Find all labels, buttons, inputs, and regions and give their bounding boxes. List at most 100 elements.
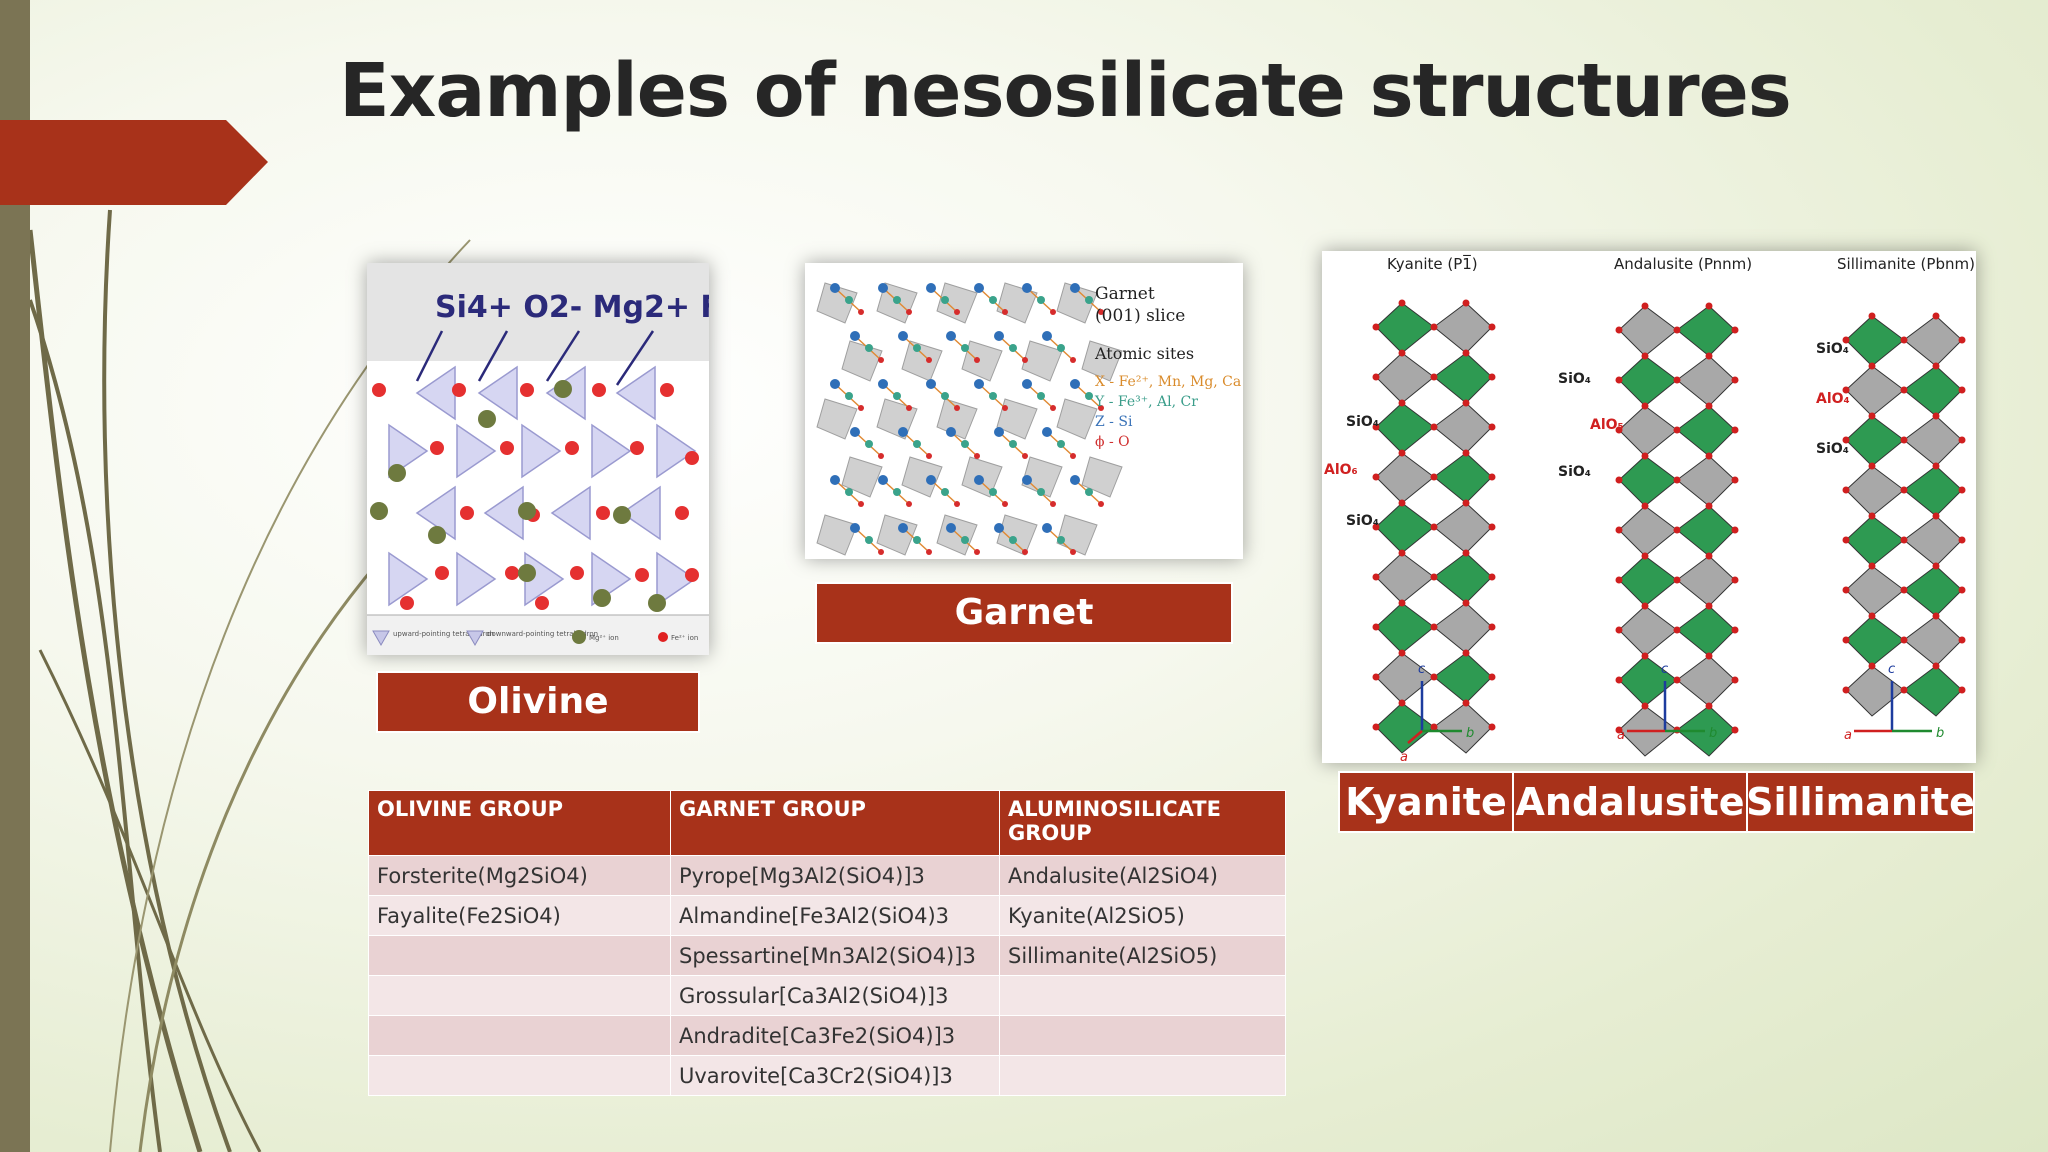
garnet-y-site (893, 392, 901, 400)
chain-polyhedron (1904, 566, 1962, 616)
garnet-si-site (830, 379, 840, 389)
olivine-fe-ion (565, 441, 579, 455)
chain-oxygen (1431, 624, 1438, 631)
chain-oxygen (1489, 524, 1496, 531)
kyanite-label-alo6: AlO₆ (1324, 462, 1358, 478)
garnet-o-site (974, 357, 980, 363)
garnet-o-site (906, 309, 912, 315)
olivine-mg-ion (518, 564, 536, 582)
chain-polyhedron (1619, 306, 1677, 356)
chain-polyhedron (1904, 616, 1962, 666)
chain-oxygen (1642, 453, 1649, 460)
chain-oxygen (1732, 377, 1739, 384)
garnet-si-site (946, 331, 956, 341)
garnet-o-site (954, 405, 960, 411)
chain-oxygen (1706, 453, 1713, 460)
chain-oxygen (1732, 727, 1739, 734)
chain-oxygen (1901, 437, 1908, 444)
chain-oxygen (1706, 303, 1713, 310)
chain-oxygen (1843, 637, 1850, 644)
page-title: Examples of nesosilicate structures (300, 48, 1830, 134)
garnet-si-site (926, 475, 936, 485)
olivine-fe-ion (675, 506, 689, 520)
garnet-si-site (830, 475, 840, 485)
garnet-o-site (1070, 453, 1076, 459)
garnet-polyhedron (1057, 515, 1097, 555)
chain-oxygen (1463, 550, 1470, 557)
garnet-si-site (1042, 331, 1052, 341)
chain-polyhedron (1376, 353, 1434, 403)
olivine-ion-header: Si4+ O2- Mg2+ Fe2+ (435, 290, 709, 325)
garnet-o-site (1002, 405, 1008, 411)
chain-oxygen (1642, 653, 1649, 660)
chain-oxygen (1431, 574, 1438, 581)
garnet-site-z: Z - Si (1095, 414, 1133, 430)
chain-polyhedron (1904, 316, 1962, 366)
garnet-y-site (961, 536, 969, 544)
garnet-y-site (913, 536, 921, 544)
olivine-fe-ion (570, 566, 584, 580)
axis-c-label: c (1661, 662, 1668, 677)
table-cell: Fayalite(Fe2SiO4) (369, 896, 671, 936)
chain-oxygen (1869, 463, 1876, 470)
chain-oxygen (1732, 577, 1739, 584)
table-cell: Kyanite(Al2SiO5) (1000, 896, 1286, 936)
garnet-y-site (961, 344, 969, 352)
olivine-fe-ion (400, 596, 414, 610)
garnet-si-site (1070, 283, 1080, 293)
garnet-site-y: Y - Fe³⁺, Al, Cr (1094, 394, 1198, 410)
garnet-site-x: X - Fe²⁺, Mn, Mg, Ca (1095, 374, 1241, 390)
chain-oxygen (1674, 527, 1681, 534)
garnet-y-site (1009, 344, 1017, 352)
chain-oxygen (1959, 437, 1966, 444)
chain-oxygen (1642, 503, 1649, 510)
garnet-si-site (994, 427, 1004, 437)
chain-oxygen (1373, 624, 1380, 631)
garnet-si-site (926, 283, 936, 293)
chain-oxygen (1489, 574, 1496, 581)
chain-oxygen (1869, 613, 1876, 620)
garnet-y-site (989, 296, 997, 304)
chain-oxygen (1732, 527, 1739, 534)
garnet-y-site (1085, 296, 1093, 304)
garnet-slice-sub: (001) slice (1095, 306, 1185, 326)
chain-oxygen (1489, 424, 1496, 431)
chain-oxygen (1732, 627, 1739, 634)
axis-b-label: b (1466, 726, 1474, 741)
garnet-slice-title: Garnet (1095, 284, 1155, 304)
chain-polyhedron (1904, 416, 1962, 466)
table-row: Andradite[Ca3Fe2(SiO4)]3 (369, 1016, 1286, 1056)
garnet-polyhedron (937, 515, 977, 555)
olivine-mg-ion (370, 502, 388, 520)
garnet-y-site (989, 488, 997, 496)
chain-oxygen (1373, 574, 1380, 581)
chain-polyhedron (1376, 503, 1434, 553)
chain-oxygen (1399, 550, 1406, 557)
garnet-o-site (906, 501, 912, 507)
chain-oxygen (1732, 427, 1739, 434)
garnet-si-site (994, 331, 1004, 341)
olivine-legend-mg: Mg²⁺ ion (589, 634, 619, 642)
table-cell: Sillimanite(Al2SiO5) (1000, 936, 1286, 976)
olivine-tetrahedron (457, 553, 495, 605)
chain-oxygen (1674, 627, 1681, 634)
chain-oxygen (1399, 600, 1406, 607)
chain-polyhedron (1846, 466, 1904, 516)
garnet-si-site (850, 523, 860, 533)
chain-polyhedron (1677, 606, 1735, 656)
chain-polyhedron (1619, 456, 1677, 506)
garnet-o-site (926, 453, 932, 459)
table-cell: Uvarovite[Ca3Cr2(SiO4)]3 (671, 1056, 1000, 1096)
axis-b-label: b (1936, 726, 1944, 741)
table-cell (1000, 1016, 1286, 1056)
chain-polyhedron (1434, 453, 1492, 503)
garnet-sites-title: Atomic sites (1094, 344, 1194, 363)
chain-oxygen (1616, 677, 1623, 684)
garnet-si-site (974, 379, 984, 389)
chain-oxygen (1431, 374, 1438, 381)
garnet-y-site (1009, 536, 1017, 544)
olivine-fe-ion (372, 383, 386, 397)
olivine-label: Olivine (376, 671, 700, 733)
chain-oxygen (1959, 587, 1966, 594)
chain-oxygen (1869, 313, 1876, 320)
